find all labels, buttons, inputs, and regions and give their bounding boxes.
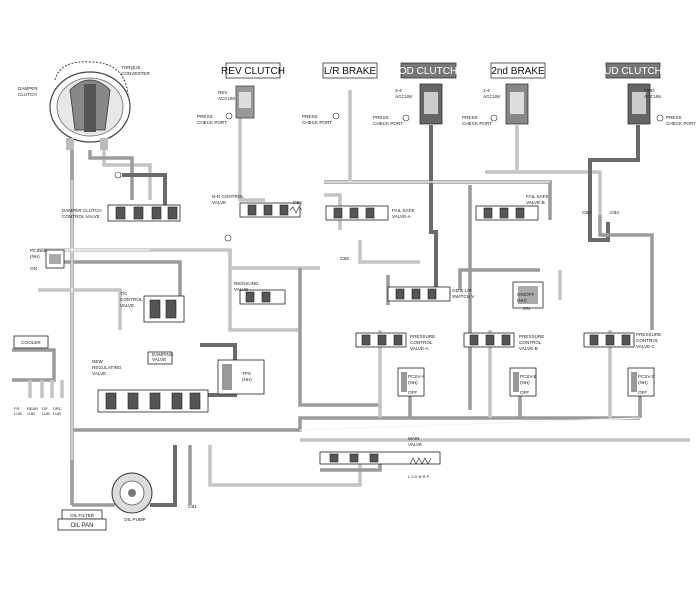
svg-text:OIL PAN: OIL PAN [70,523,93,529]
svg-text:PCSV-C(NH): PCSV-C(NH) [638,374,656,385]
fwd-accumulator [627,83,651,125]
pcsv-d-label: PCSV-D(NH) [30,248,48,259]
cb3-label: CB3 [582,210,591,215]
oil-pump [111,472,153,514]
svg-text:OFF: OFF [520,390,529,395]
cb5-label: CB5 [340,256,349,261]
34-accumulator [419,83,443,125]
pcsv-b-solenoid: PCSV-B(NH) OFF [509,367,537,397]
onoff-solenoid [512,281,544,309]
oil-pump-label: OIL PUMP [124,517,146,522]
hydraulic-lines [12,90,690,507]
nr-control-valve [239,202,303,218]
tps-solenoid: TPS(NH) [217,359,265,395]
oil-filter: OIL FILTER [61,509,103,520]
tc-control-valve [143,295,185,323]
svg-text:PCSV-A(NH): PCSV-A(NH) [408,374,426,385]
pcsv-d-on-label: ON [30,266,37,271]
pcsv-a-solenoid: PCSV-A(NH) OFF [397,367,426,397]
pcsv-d-solenoid [45,249,65,269]
damping-valve [147,351,173,365]
damper-clutch-control-valve [107,204,181,222]
svg-text:TPS(NH): TPS(NH) [242,371,252,382]
od-clutch-header: OD CLUTCH [399,62,457,79]
reducing-valve [239,289,286,305]
od-lr-switch-valve [387,286,451,302]
shift-positions-label: L 3 D N R P [408,474,430,479]
cb4-label: CB4 [610,210,619,215]
svg-text:REV CLUTCH: REV CLUTCH [221,66,285,77]
2nd-brake-header: 2nd BRAKE [490,62,546,79]
onoff-solenoid-label: ON/OFF(NH) [517,292,535,303]
cooler-box: COOLER [13,335,49,349]
svg-text:COOLER: COOLER [21,340,41,345]
main-valve [319,451,441,465]
pressure-control-valve-a [355,332,407,348]
cb2-label: CB2 [293,200,302,205]
pcsv-c-solenoid: PCSV-C(NH) OFF [627,367,656,397]
press-check-port-icons [114,112,664,242]
rev-clutch-header: REV CLUTCH [221,62,285,79]
svg-text:OD CLUTCH: OD CLUTCH [399,66,457,77]
svg-text:OIL FILTER: OIL FILTER [70,513,95,518]
24-accumulator [505,83,529,125]
new-regulating-valve [97,389,209,413]
pressure-control-valve-c [583,332,635,348]
lr-brake-header: L/R BRAKE [322,62,378,79]
fail-safe-valve-b [475,205,539,221]
ud-clutch-header: UD CLUTCH [604,62,662,79]
hydraulic-line-highlights [38,180,641,460]
rev-accumulator [235,85,255,119]
cb1-label: CB1 [188,504,197,509]
svg-text:UD CLUTCH: UD CLUTCH [604,66,662,77]
pressure-control-valve-b [463,332,515,348]
svg-text:2nd BRAKE: 2nd BRAKE [491,66,545,77]
torque-converter [49,61,131,150]
svg-text:OFF: OFF [638,390,647,395]
fail-safe-valve-a [325,205,389,221]
svg-text:L/R BRAKE: L/R BRAKE [324,66,377,77]
svg-text:PCSV-B(NH): PCSV-B(NH) [520,374,537,385]
oil-pan: OIL PAN [57,518,107,531]
onoff-on-label: ON [523,306,530,311]
svg-text:OFF: OFF [408,390,417,395]
